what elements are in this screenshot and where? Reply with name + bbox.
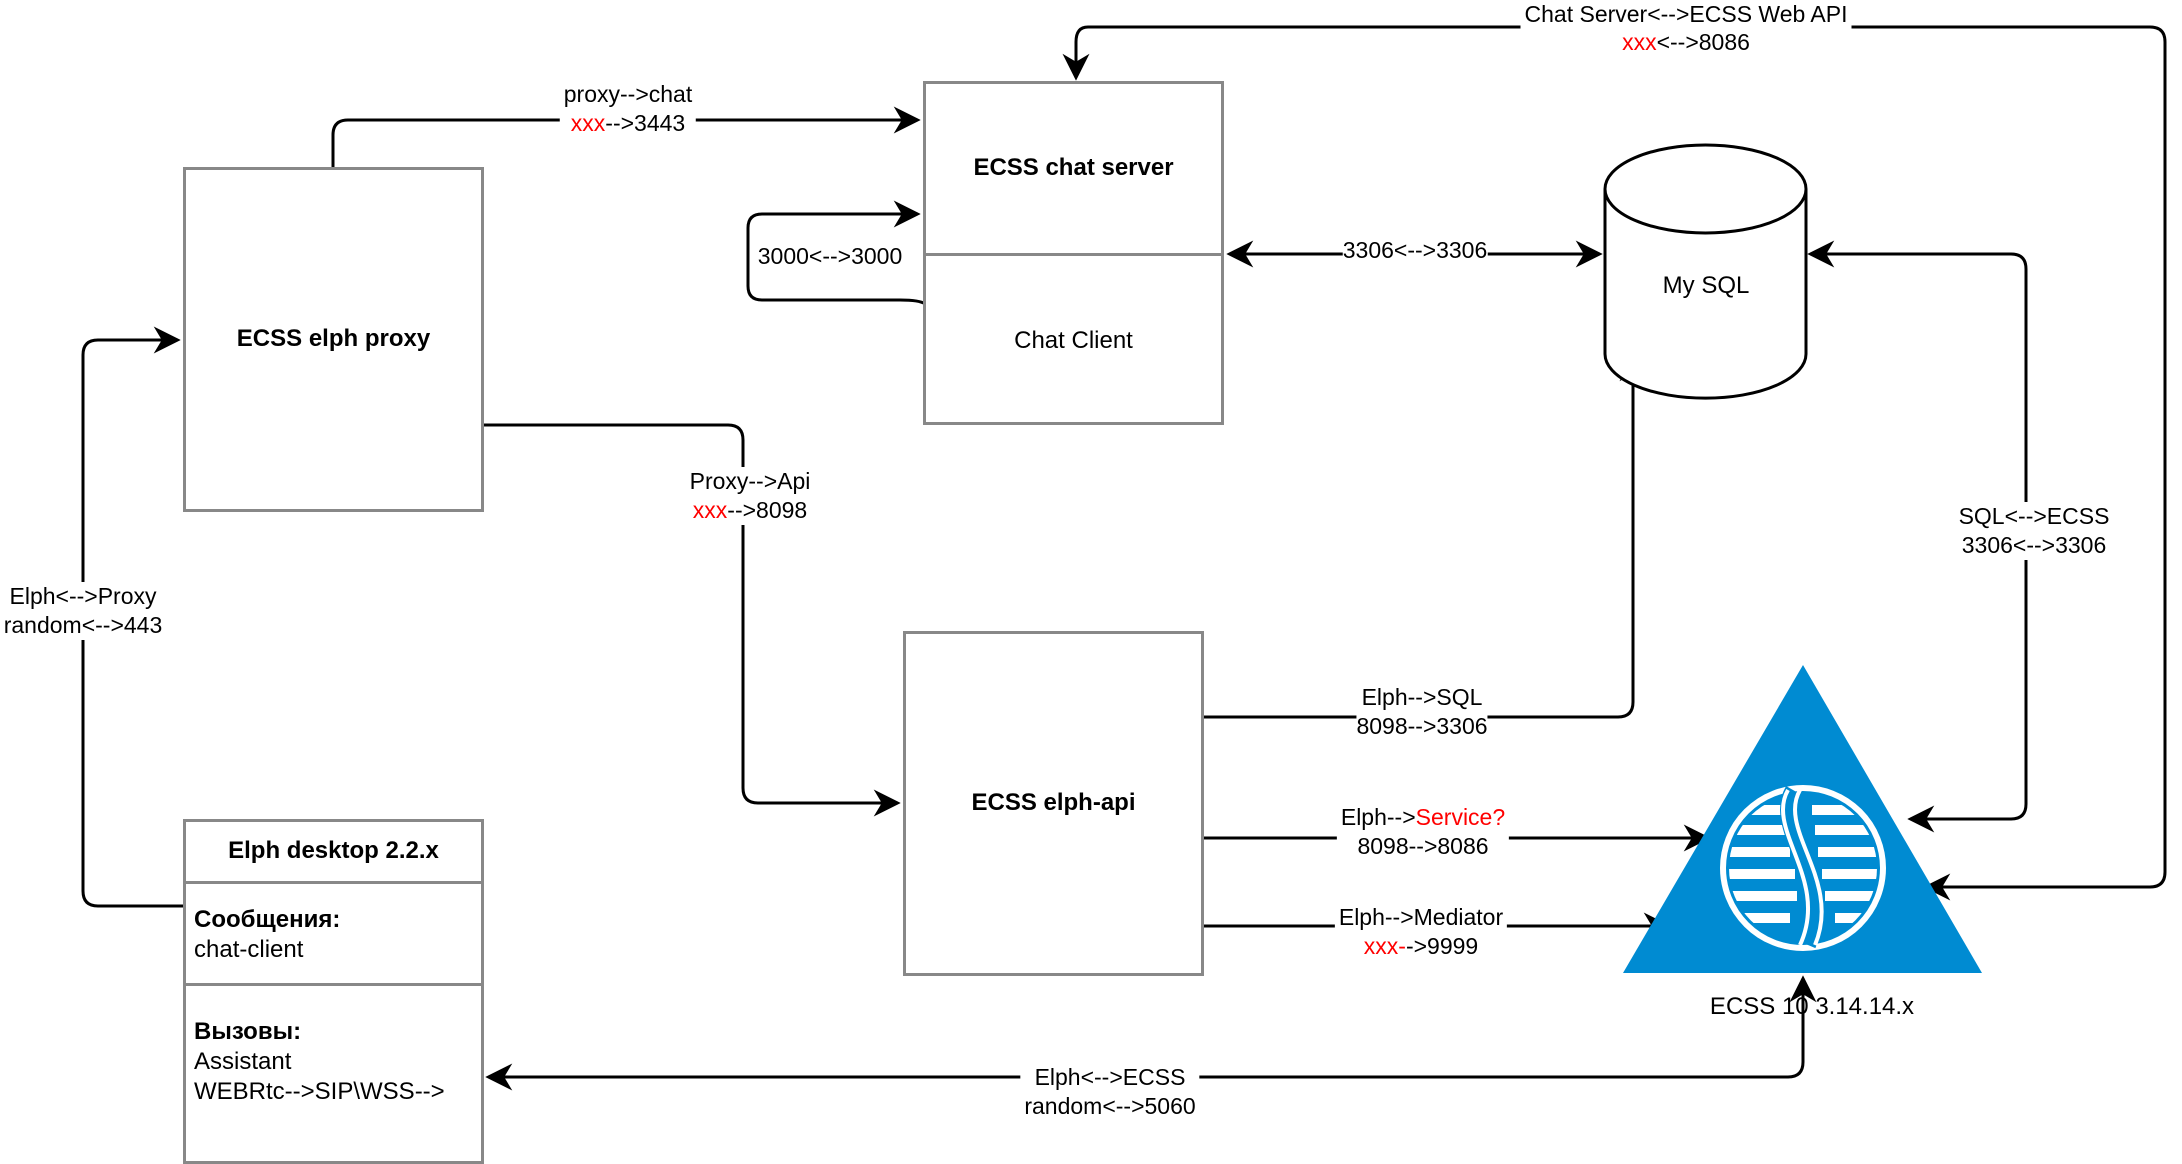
edge-elph-ecss[interactable] [485, 975, 1817, 1091]
messages-value: chat-client [194, 936, 304, 963]
ecss-caption: ECSS 10 3.14.14.x [1709, 993, 1915, 1020]
proxy-title: ECSS elph proxy [236, 325, 431, 352]
calls-line-1: Assistant [194, 1048, 292, 1075]
mysql-cylinder[interactable] [1603, 143, 1808, 400]
mysql-label: My SQL [1662, 272, 1750, 299]
label-elph-proxy: Elph<-->Proxy random<-->443 [0, 582, 167, 640]
ecss-node[interactable] [1623, 665, 1982, 973]
label-chat-loop: 3000<-->3000 [757, 243, 903, 269]
chat-divider [926, 253, 1221, 256]
elph-api-title: ECSS elph-api [971, 789, 1136, 816]
desktop-divider-1 [186, 881, 481, 884]
label-api-sql: Elph-->SQL 8098-->3306 [1356, 684, 1488, 739]
label-sql-ecss: SQL<-->ECSS 3306<-->3306 [1954, 502, 2114, 560]
edge-api-sql[interactable] [1203, 354, 1647, 719]
label-api-service: Elph-->Service? 8098-->8086 [1336, 803, 1510, 861]
label-proxy-api: Proxy-->Api xxx-->8098 [685, 467, 815, 525]
edge-proxy-chat[interactable] [331, 106, 921, 167]
label-elph-ecss: Elph<-->ECSS random<-->5060 [1020, 1063, 1200, 1121]
elph-api-node[interactable]: ECSS elph-api [903, 631, 1204, 976]
edge-proxy-api[interactable] [483, 423, 901, 817]
label-proxy-chat: proxy-->chat xxx-->3443 [559, 80, 697, 138]
desktop-divider-2 [186, 983, 481, 986]
label-chat-mysql: 3306<-->3306 [1342, 236, 1488, 265]
chat-server-title: ECSS chat server [973, 154, 1174, 181]
edge-chat-loop[interactable] [746, 200, 926, 306]
calls-line-2: WEBRtc-->SIP\WSS--> [194, 1078, 445, 1105]
calls-heading: Вызовы: [194, 1018, 302, 1045]
desktop-calls-section: Вызовы: Assistant WEBRtc-->SIP\WSS--> [194, 1017, 445, 1107]
desktop-title: Elph desktop 2.2.x [228, 837, 439, 864]
edge-chat-ecss[interactable] [1062, 25, 2167, 901]
chat-client-label: Chat Client [1014, 327, 1133, 354]
elph-desktop-node[interactable]: Elph desktop 2.2.x Сообщения: chat-clien… [183, 819, 484, 1164]
label-chat-ecss: Chat Server<-->ECSS Web API xxx<-->8086 [1520, 0, 1852, 56]
proxy-node[interactable]: ECSS elph proxy [183, 167, 484, 512]
ecss-triangle [1623, 665, 1982, 973]
chat-server-node[interactable]: ECSS chat server Chat Client [923, 81, 1224, 425]
messages-heading: Сообщения: [194, 906, 341, 933]
desktop-messages-section: Сообщения: chat-client [194, 905, 340, 965]
label-api-mediator: Elph-->Mediator xxx-->9999 [1334, 903, 1508, 961]
